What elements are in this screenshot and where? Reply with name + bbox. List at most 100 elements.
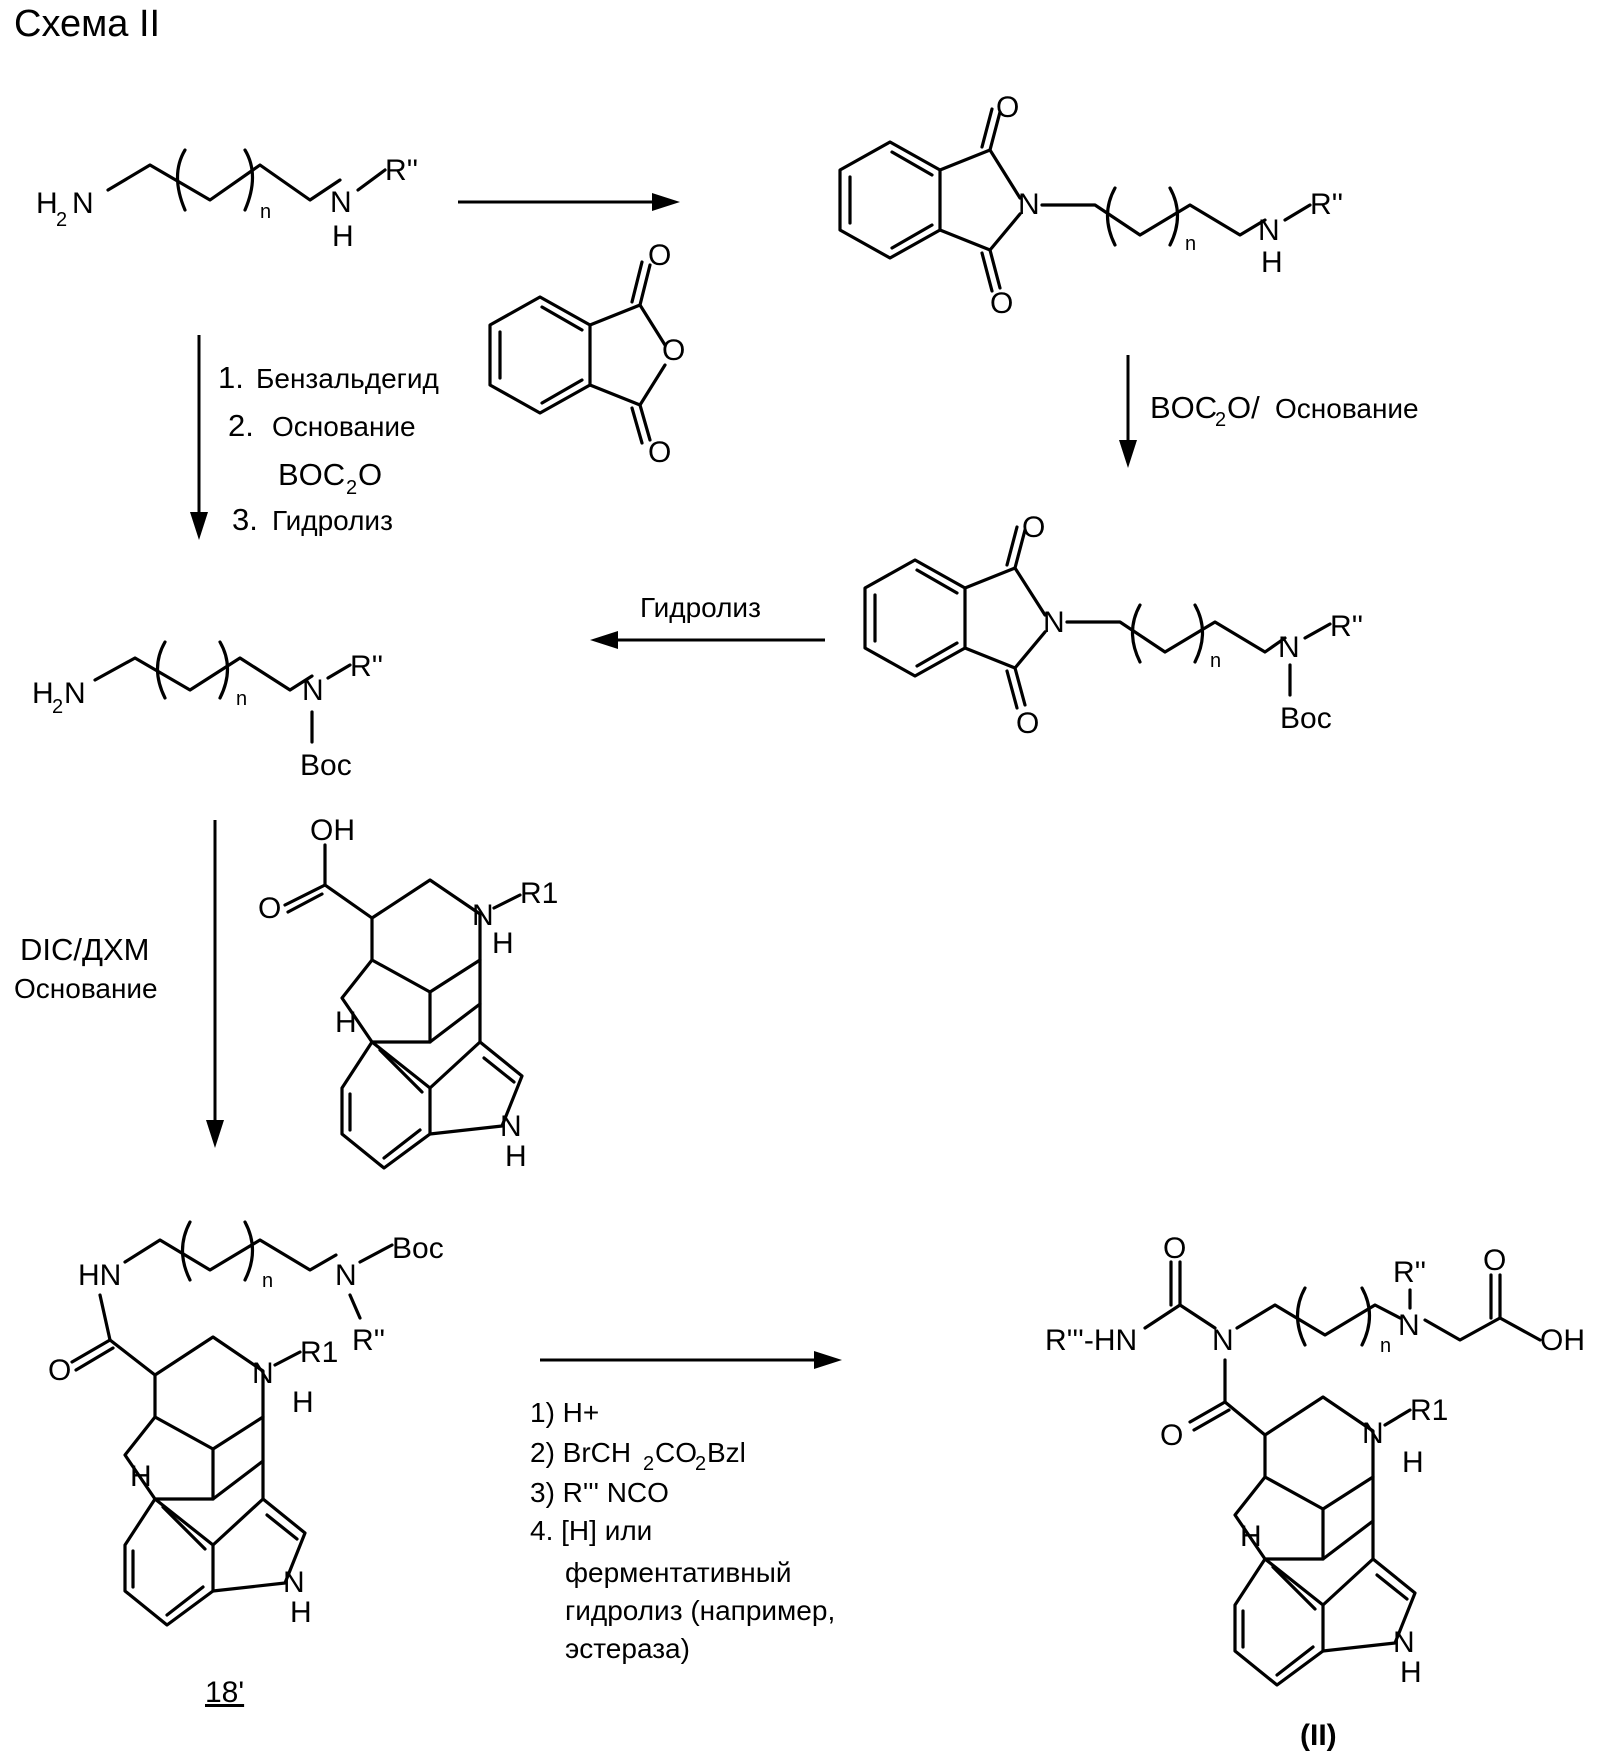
atom-o: O <box>662 334 685 367</box>
subscript-n: n <box>1185 233 1196 255</box>
boc-group: Boc <box>1280 702 1332 735</box>
svg-text:1.: 1. <box>218 360 244 395</box>
atom-h: H <box>32 677 54 710</box>
atom-n: N <box>72 187 94 220</box>
atom-o: O <box>258 892 281 925</box>
atom-n: N <box>64 677 86 710</box>
conditions-left: 1. Бензальдегид 2. Основание BOC 2 O 3. … <box>218 360 439 537</box>
r1-group: R1 <box>520 877 558 910</box>
svg-text:ферментативный: ферментативный <box>565 1557 792 1588</box>
atom-n: N <box>472 899 494 932</box>
svg-text:3) R''' NCO: 3) R''' NCO <box>530 1477 669 1508</box>
compound-label-18: 18' <box>205 1676 244 1709</box>
atom-n: N <box>1362 1417 1384 1450</box>
arrow-left-down <box>190 335 208 540</box>
svg-text:CO: CO <box>655 1437 697 1468</box>
svg-text:3.: 3. <box>232 502 258 537</box>
r1-group: R1 <box>300 1336 338 1369</box>
svg-text:O: O <box>358 457 382 492</box>
atom-n: N <box>302 674 324 707</box>
compound-18: HN n N Boc R'' O N R1 H H N H 18' <box>48 1222 444 1709</box>
subscript-n: n <box>260 201 271 223</box>
svg-text:2: 2 <box>643 1453 654 1475</box>
svg-text:4. [H] или: 4. [H] или <box>530 1515 652 1546</box>
atom-h: H <box>292 1386 314 1419</box>
atom-n: N <box>283 1566 305 1599</box>
atom-h: H <box>1402 1446 1424 1479</box>
atom-n: N <box>335 1259 357 1292</box>
atom-o: O <box>996 91 1019 124</box>
svg-text:2: 2 <box>695 1453 706 1475</box>
atom-o: O <box>990 287 1013 320</box>
atom-h: H <box>36 187 58 220</box>
svg-text:Бензальдегид: Бензальдегид <box>256 363 439 394</box>
subscript-2: 2 <box>52 696 63 718</box>
scheme-title: Схема II <box>14 3 160 45</box>
atom-o: O <box>648 436 671 469</box>
r-double-prime: R'' <box>1393 1256 1426 1289</box>
svg-text:2) BrCH: 2) BrCH <box>530 1437 631 1468</box>
arrow-coupling <box>206 820 224 1148</box>
r-double-prime: R'' <box>385 154 418 187</box>
atom-o: O <box>48 1354 71 1387</box>
svg-text:BOC: BOC <box>1150 390 1217 425</box>
subscript-2: 2 <box>56 209 67 231</box>
subscript-n: n <box>262 1270 273 1292</box>
r-double-prime: R'' <box>350 650 383 683</box>
r-triple-prime-nh: R'''-HN <box>1045 1324 1137 1357</box>
arrow-phthalic <box>458 193 680 211</box>
subscript-n: n <box>1380 1335 1391 1357</box>
r-double-prime: R'' <box>1310 188 1343 221</box>
atom-h: H <box>130 1460 152 1493</box>
svg-text:2.: 2. <box>228 408 254 443</box>
atom-o: O <box>1483 1244 1506 1277</box>
svg-text:Гидролиз: Гидролиз <box>272 505 393 536</box>
compound-diamine: H 2 N n N H R'' <box>36 150 418 253</box>
atom-o: O <box>1160 1419 1183 1452</box>
atom-h: H <box>505 1140 527 1173</box>
hydroxyl: OH <box>1540 1324 1585 1357</box>
svg-text:гидролиз (например,: гидролиз (например, <box>565 1595 835 1626</box>
atom-o: O <box>1022 511 1045 544</box>
reagent-ergoline-acid: OH O N R1 H H N H <box>258 814 558 1173</box>
compound-boc-diamine: H 2 N n N R'' Boc <box>32 642 383 782</box>
atom-h: H <box>1400 1656 1422 1689</box>
atom-n: N <box>330 186 352 219</box>
atom-h: H <box>332 220 354 253</box>
atom-n: N <box>500 1110 522 1143</box>
svg-text:Основание: Основание <box>272 411 416 442</box>
svg-text:Основание: Основание <box>14 973 158 1004</box>
subscript-n: n <box>236 688 247 710</box>
atom-n: N <box>1018 188 1040 221</box>
r-double-prime: R'' <box>352 1324 385 1357</box>
atom-n: N <box>1398 1309 1420 1342</box>
svg-text:2: 2 <box>346 477 357 499</box>
svg-text:BOC: BOC <box>278 457 345 492</box>
hydroxyl: OH <box>310 814 355 847</box>
atom-o: O <box>1163 1232 1186 1265</box>
atom-h: H <box>1240 1520 1262 1553</box>
reagent-phthalic-anhydride: O O O <box>490 239 685 469</box>
atom-h: H <box>290 1596 312 1629</box>
compound-phthalimide-boc: O N O n N R'' Boc <box>865 511 1363 740</box>
atom-n: N <box>1043 606 1065 639</box>
atom-o: O <box>1016 707 1039 740</box>
amide-nh: HN <box>78 1259 121 1292</box>
atom-h: H <box>335 1006 357 1039</box>
atom-n: N <box>1393 1626 1415 1659</box>
r-double-prime: R'' <box>1330 610 1363 643</box>
atom-h: H <box>492 927 514 960</box>
condition-hydrolysis: Гидролиз <box>640 592 761 623</box>
atom-o: O <box>648 239 671 272</box>
atom-h: H <box>1261 246 1283 279</box>
svg-text:1) H+: 1) H+ <box>530 1397 599 1428</box>
arrow-final <box>540 1351 842 1369</box>
atom-n: N <box>252 1357 274 1390</box>
conditions-final: 1) H+ 2) BrCH 2 CO 2 Bzl 3) R''' NCO 4. … <box>530 1397 835 1664</box>
atom-n: N <box>1278 631 1300 664</box>
atom-n: N <box>1212 1324 1234 1357</box>
svg-text:O/: O/ <box>1227 390 1260 425</box>
boc-group: Boc <box>392 1232 444 1265</box>
svg-text:эстераза): эстераза) <box>565 1633 690 1664</box>
boc-group: Boc <box>300 749 352 782</box>
